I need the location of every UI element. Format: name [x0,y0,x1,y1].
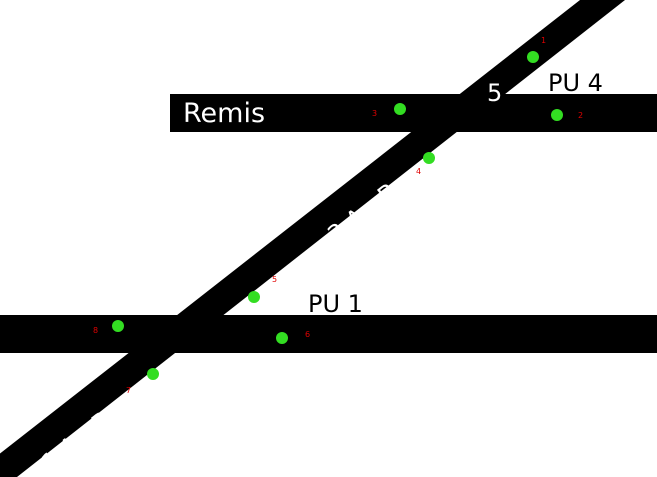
signals-group [112,51,563,380]
label-pu1: PU 1 [308,290,363,318]
signal-number-6: 6 [305,330,310,339]
label-remis: Remis [183,98,265,129]
signal-number-7: 7 [126,386,131,395]
signal-light-8[interactable] [112,320,124,332]
signal-number-4: 4 [416,167,421,176]
label-pu4: PU 4 [548,69,603,97]
track-diagonal [0,0,625,477]
signal-number-3: 3 [372,109,377,118]
signal-light-5[interactable] [248,291,260,303]
signal-light-3[interactable] [394,103,406,115]
signal-light-1[interactable] [527,51,539,63]
signal-light-4[interactable] [423,152,435,164]
signal-number-5: 5 [272,275,277,284]
signal-light-7[interactable] [147,368,159,380]
signal-light-2[interactable] [551,109,563,121]
track-remis [170,94,657,132]
signal-light-6[interactable] [276,332,288,344]
signal-number-2: 2 [578,111,583,120]
label-track-5: 5 [487,79,502,107]
track-bottom-horizontal [0,315,657,353]
signal-number-1: 1 [541,36,546,45]
signal-number-8: 8 [93,326,98,335]
